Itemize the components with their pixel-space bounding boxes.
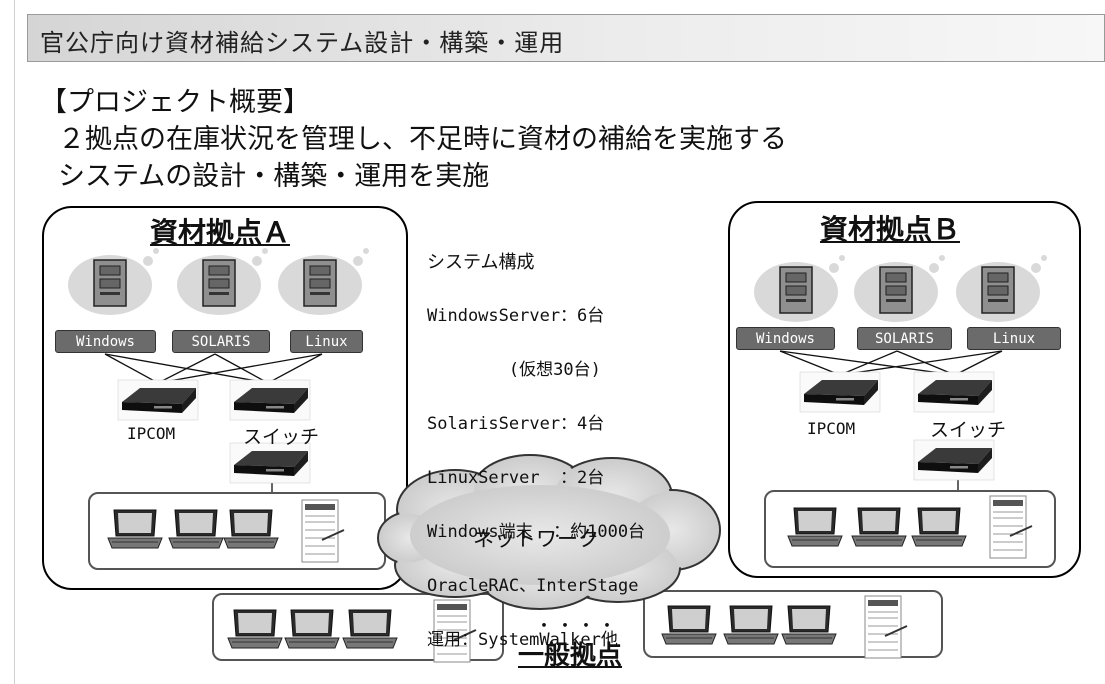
site-b-title: 資材拠点Ｂ xyxy=(820,213,961,246)
title-bar: 官公庁向け資材補給システム設計・構築・運用 xyxy=(27,14,1105,62)
continuation-dots: ・・・・ xyxy=(535,616,619,637)
system-config-line: WindowsServer：6台 xyxy=(427,306,605,326)
printer-icon xyxy=(864,595,908,659)
system-config-line: (仮想30台) xyxy=(427,360,601,380)
laptop-icon xyxy=(168,509,224,549)
laptop-icon xyxy=(661,605,717,645)
laptop-icon xyxy=(851,507,907,547)
system-config-line: Windows端末 ：約1000台 xyxy=(427,522,646,542)
system-config-line: OracleRAC、InterStage xyxy=(427,576,639,596)
os-label-linux: Linux xyxy=(290,330,363,353)
os-label-windows: Windows xyxy=(736,327,835,350)
os-label-solaris: SOLARIS xyxy=(857,327,952,350)
switch-label: スイッチ xyxy=(243,426,320,448)
laptop-icon xyxy=(781,605,837,645)
laptop-icon xyxy=(284,609,340,649)
laptop-icon xyxy=(223,509,279,549)
switch-label: スイッチ xyxy=(930,419,1007,441)
network-cloud xyxy=(377,454,721,610)
slide-title: 官公庁向け資材補給システム設計・構築・運用 xyxy=(40,29,565,57)
system-config: システム構成 WindowsServer：6台 (仮想30台) SolarisS… xyxy=(427,222,645,681)
ipcom-label: IPCOM xyxy=(807,419,856,438)
overview-line-2: システムの設計・構築・運用を実施 xyxy=(58,161,490,192)
slide-frame xyxy=(14,0,1105,684)
system-config-line: 運用：SystemWalker他 xyxy=(427,630,618,650)
os-label-windows: Windows xyxy=(55,330,156,353)
system-config-line: LinuxServer ：2台 xyxy=(427,468,605,488)
site-a-box xyxy=(42,206,408,590)
laptop-icon xyxy=(723,605,779,645)
ipcom-label: IPCOM xyxy=(127,424,176,443)
printer-icon xyxy=(989,495,1033,559)
os-label-solaris: SOLARIS xyxy=(172,330,270,353)
laptop-icon xyxy=(342,609,398,649)
site-a-title: 資材拠点Ａ xyxy=(150,216,291,249)
laptop-icon xyxy=(227,609,283,649)
laptop-icon xyxy=(107,509,163,549)
laptop-icon xyxy=(787,507,843,547)
system-config-line: SolarisServer：4台 xyxy=(427,414,605,434)
general-site-label: 一般拠点 xyxy=(518,641,623,671)
os-label-linux: Linux xyxy=(967,327,1061,350)
network-label: ネットワーク xyxy=(473,527,599,551)
overview-heading: 【プロジェクト概要】 xyxy=(40,87,310,118)
laptop-icon xyxy=(911,507,967,547)
overview-line-1: ２拠点の在庫状況を管理し、不足時に資材の補給を実施する xyxy=(58,124,787,155)
system-config-heading: システム構成 xyxy=(427,252,535,273)
printer-icon xyxy=(301,499,345,563)
site-b-box xyxy=(728,201,1081,578)
